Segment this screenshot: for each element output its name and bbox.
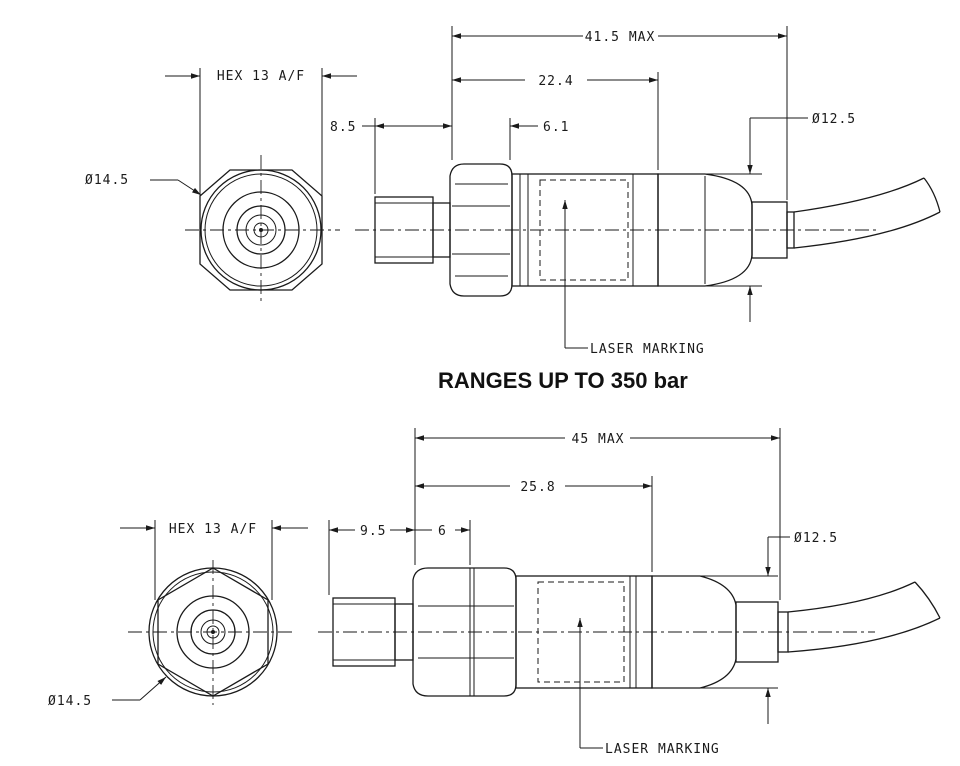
top-hex-label: HEX 13 A/F <box>217 69 305 84</box>
top-dim-overall: 41.5 MAX <box>585 30 656 45</box>
bottom-side-view: 45 MAX 25.8 9.5 6 Ø12.5 LASER <box>318 428 941 757</box>
bottom-laser-marking: LASER MARKING <box>605 742 720 757</box>
top-laser-marking: LASER MARKING <box>590 342 705 357</box>
top-dim-thread: 8.5 <box>330 120 356 135</box>
pressure-range-heading: RANGES UP TO 350 bar <box>438 368 688 393</box>
bottom-diameter-cable: Ø12.5 <box>794 531 838 546</box>
top-dim-body: 22.4 <box>538 74 573 89</box>
top-drawing: HEX 13 A/F Ø14.5 <box>85 26 941 357</box>
bottom-diameter-front: Ø14.5 <box>48 694 92 709</box>
bottom-dim-thread: 9.5 <box>360 524 386 539</box>
top-diameter-front: Ø14.5 <box>85 173 129 188</box>
top-diameter-cable: Ø12.5 <box>812 112 856 127</box>
bottom-dim-hex: 6 <box>438 524 447 539</box>
bottom-dim-overall: 45 MAX <box>572 432 625 447</box>
bottom-hex-label: HEX 13 A/F <box>169 522 257 537</box>
top-front-view: HEX 13 A/F Ø14.5 <box>85 68 357 305</box>
bottom-dim-body: 25.8 <box>520 480 555 495</box>
top-dim-hex: 6.1 <box>543 120 569 135</box>
bottom-drawing: HEX 13 A/F Ø14.5 <box>48 428 941 757</box>
top-side-view: 41.5 MAX 22.4 8.5 6.1 Ø12.5 LA <box>330 26 941 357</box>
bottom-front-view: HEX 13 A/F Ø14.5 <box>48 520 308 709</box>
